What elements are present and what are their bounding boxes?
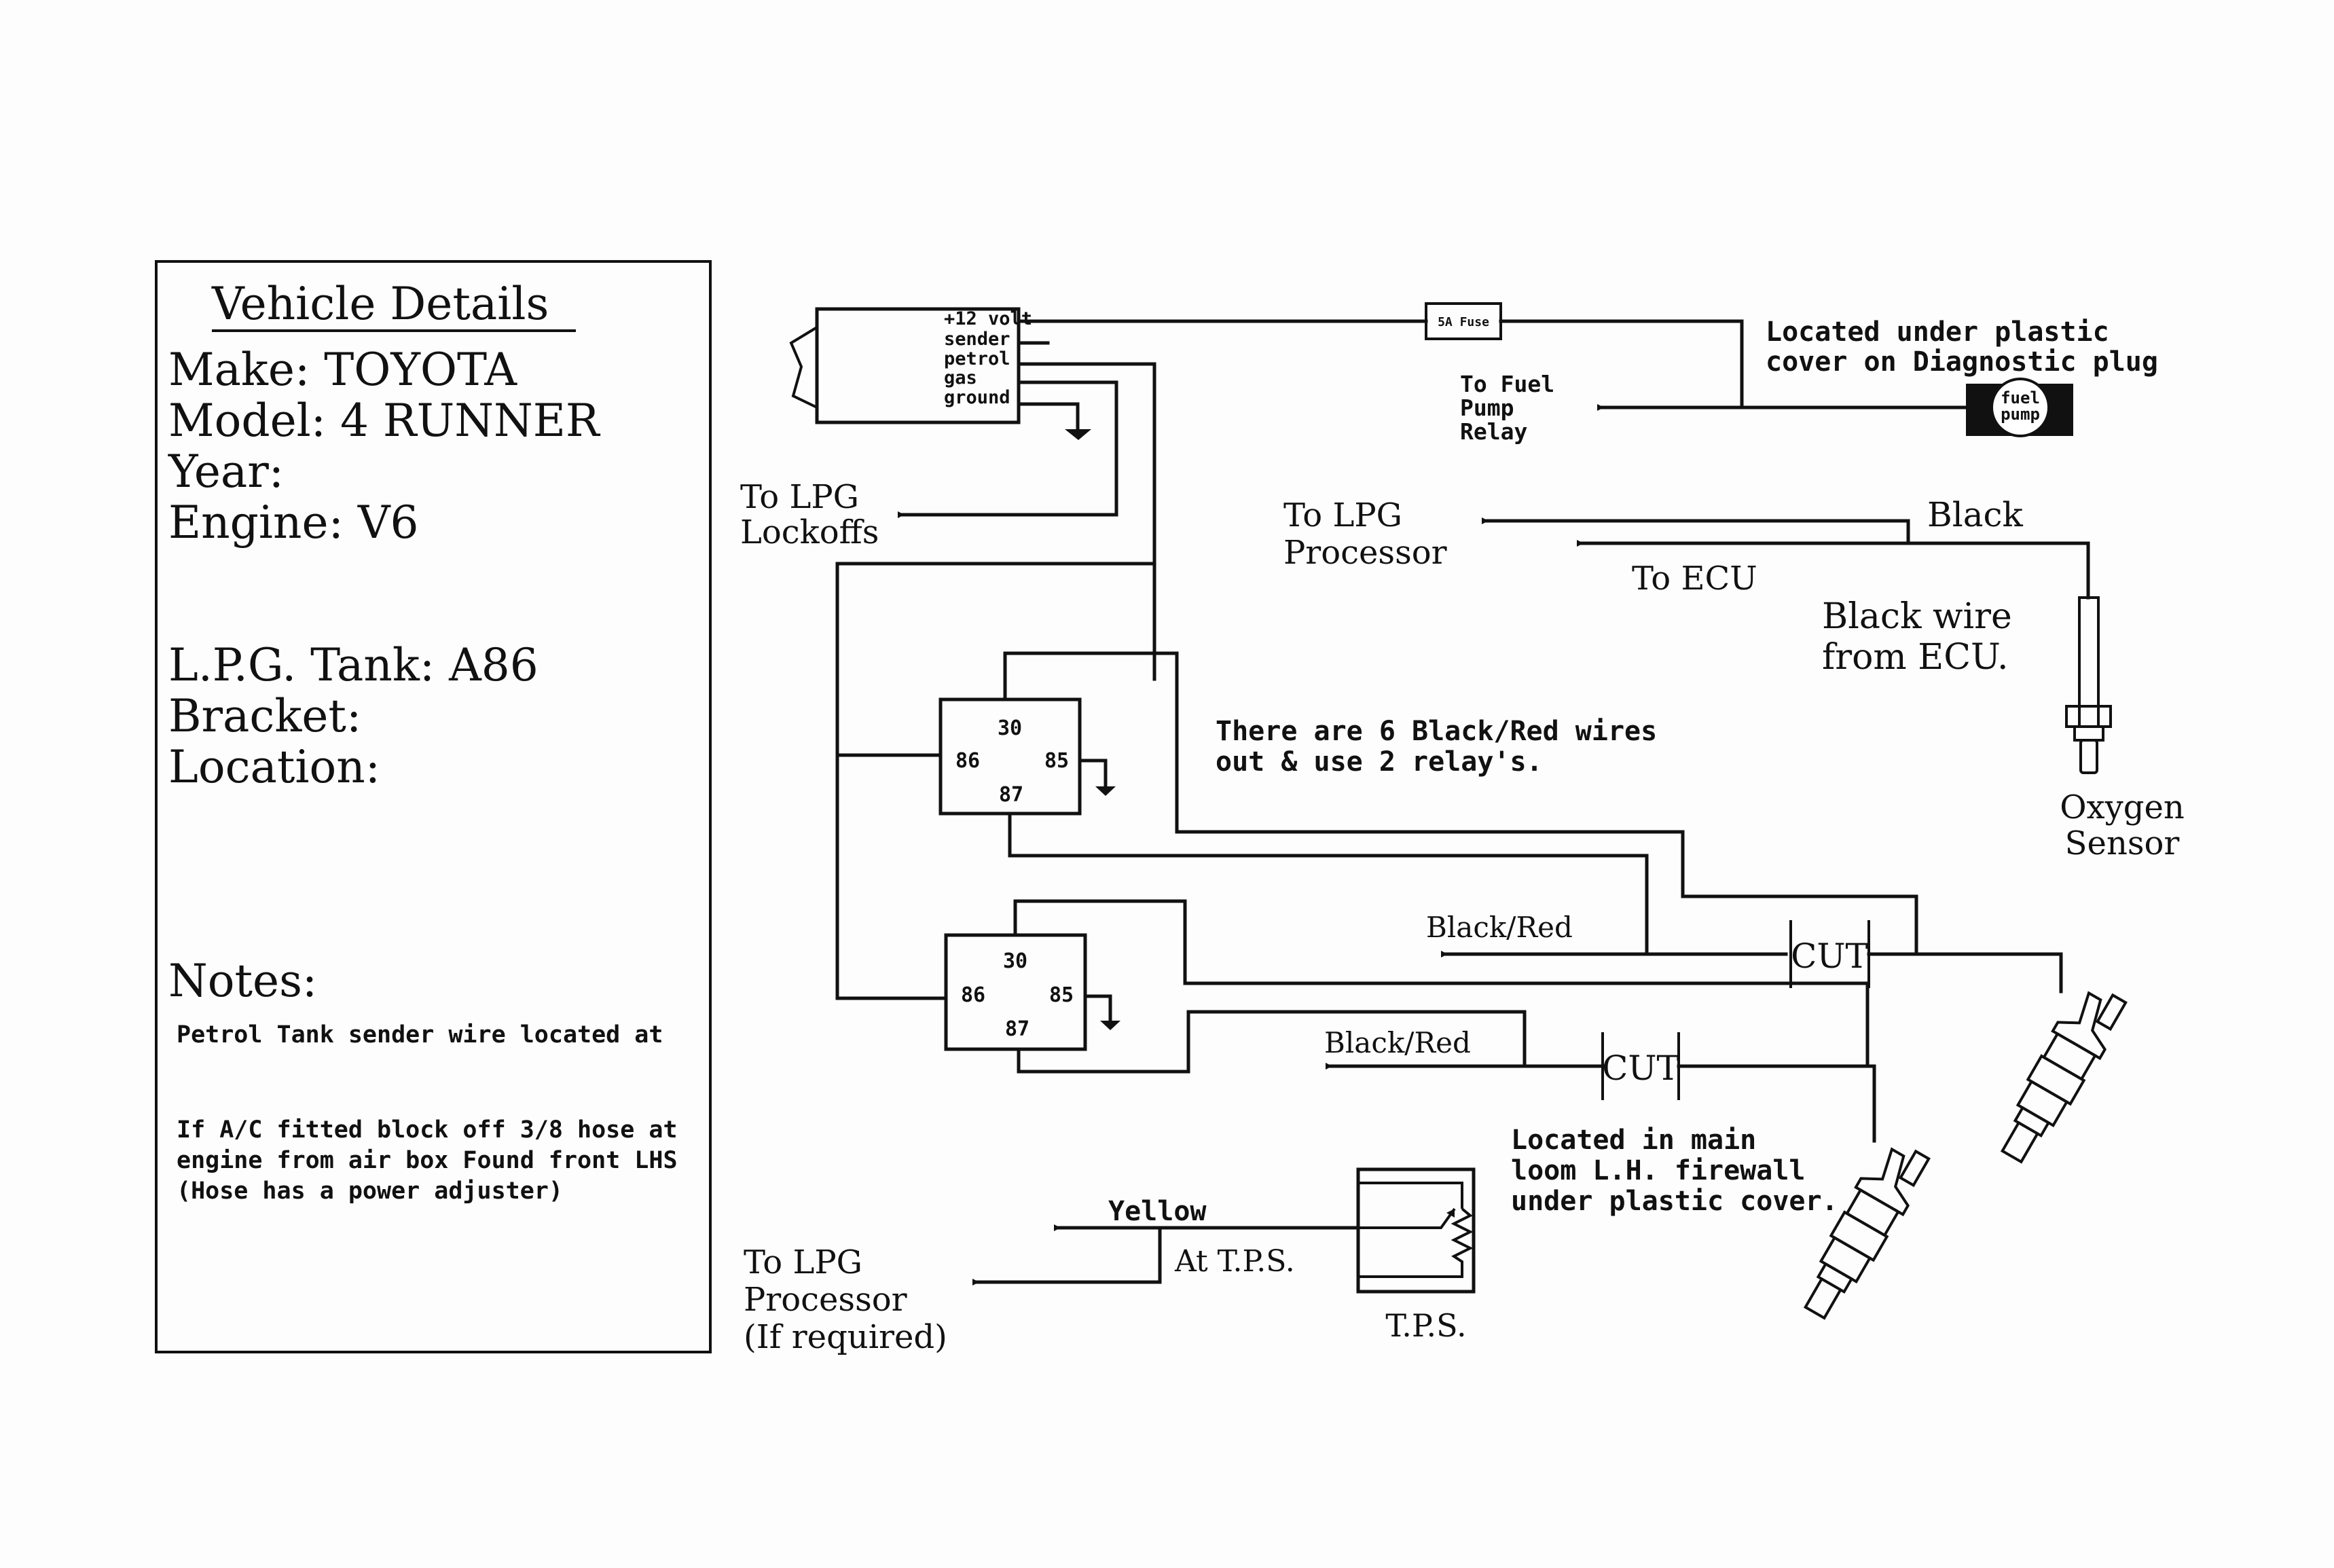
location-field: Location: — [168, 741, 380, 793]
cut-2-label: CUT — [1602, 1049, 1679, 1088]
make-field: Make: TOYOTA — [168, 344, 517, 396]
black-red-label-1: Black/Red — [1426, 911, 1573, 944]
wire-ground — [1017, 402, 1080, 430]
bracket-field: Bracket: — [168, 690, 362, 742]
model-field: Model: 4 RUNNER — [168, 395, 600, 447]
black-wire-from-ecu-line2: from ECU. — [1822, 637, 2009, 678]
wire-relay2-30 — [1013, 899, 1870, 1068]
cut-1-label: CUT — [1791, 936, 1868, 976]
to-lpg-lockoffs-line1: To LPG — [740, 478, 859, 516]
wire-relay1-87 — [1008, 812, 1649, 956]
to-fuel-pump-relay-line1: To Fuel — [1460, 371, 1554, 397]
wire-gas-to-lockoffs — [898, 380, 1118, 518]
connector-plug-icon — [789, 326, 818, 409]
pin-gas: gas — [944, 367, 977, 388]
injector-location-line3: under plastic cover. — [1511, 1186, 1838, 1217]
black-red-label-2: Black/Red — [1324, 1026, 1471, 1059]
wire-injector-2 — [1677, 1064, 1876, 1143]
relay-1-ground-icon — [1095, 786, 1116, 796]
wire-relay1-30 — [1003, 651, 1918, 956]
relay-1-pin-85: 85 — [1044, 749, 1069, 773]
year-field: Year: — [168, 445, 285, 498]
to-ecu-label: To ECU — [1632, 560, 1757, 598]
relay-2: 30 86 85 87 — [944, 933, 1120, 1051]
ground-icon — [1065, 429, 1091, 440]
relay-2-pin-87: 87 — [1005, 1017, 1029, 1041]
to-lpg-processor-line2: Processor — [1283, 534, 1447, 572]
relay-note-line2: out & use 2 relay's. — [1216, 746, 1543, 778]
wire-petrol-bus — [835, 562, 1156, 1000]
relay-2-pin-30: 30 — [1003, 949, 1027, 973]
to-lpg-processor-line1: To LPG — [1283, 496, 1402, 534]
wire-relay2-87 — [1017, 1010, 1527, 1074]
relay-2-ground-icon — [1100, 1021, 1120, 1030]
tps-sensor-icon — [1356, 1167, 1476, 1294]
svg-text:pump: pump — [2001, 405, 2040, 424]
wire-injector-1 — [1867, 952, 2063, 993]
wire-petrol — [1017, 362, 1156, 681]
relay-1-pin-86: 86 — [955, 749, 980, 773]
note-sender-wire: Petrol Tank sender wire located at — [177, 1021, 663, 1049]
fuel-pump-plug-icon: fuel pump — [1966, 378, 2073, 437]
to-lpg-processor-tps-line2: Processor — [744, 1281, 907, 1319]
wire-to-ecu — [1577, 540, 2090, 600]
wire-to-lpg-processor-tps — [972, 1226, 1162, 1286]
pin-12-volt: +12 volt — [944, 308, 1032, 329]
pin-petrol: petrol — [944, 348, 1010, 369]
at-tps-label: At T.P.S. — [1174, 1244, 1295, 1279]
fuel-pump-location-line2: cover on Diagnostic plug — [1766, 346, 2158, 378]
relay-1: 30 86 85 87 — [938, 697, 1116, 816]
fuel-injector-2-icon — [1803, 1147, 1931, 1320]
lpg-tank-field: L.P.G. Tank: A86 — [168, 639, 539, 691]
to-fuel-pump-relay-line2: Pump — [1460, 395, 1514, 421]
black-wire-from-ecu-line1: Black wire — [1822, 596, 2012, 637]
relay-2-pin-86: 86 — [961, 983, 985, 1007]
to-lpg-processor-tps-line3: (If required) — [744, 1318, 947, 1356]
oxygen-sensor-line2: Sensor — [2065, 824, 2180, 862]
oxygen-sensor-icon — [2065, 596, 2112, 774]
injector-location-line1: Located in main — [1511, 1125, 1756, 1156]
oxygen-sensor-line1: Oxygen — [2060, 788, 2185, 826]
to-fuel-pump-relay-line3: Relay — [1460, 418, 1527, 445]
engine-field: Engine: V6 — [168, 496, 419, 549]
wire-fuse-out — [1499, 319, 1744, 409]
relay-1-pin-30: 30 — [998, 716, 1022, 740]
switch-connector: +12 volt sender petrol gas ground — [789, 307, 1428, 681]
relay-note-line1: There are 6 Black/Red wires — [1216, 716, 1657, 747]
fuse-label: 5A Fuse — [1438, 315, 1489, 329]
pin-sender: sender — [944, 329, 1010, 350]
fuel-pump-location-line1: Located under plastic — [1766, 316, 2109, 348]
fuel-injector-1-icon — [2000, 991, 2128, 1164]
black-label: Black — [1927, 495, 2024, 534]
notes-heading: Notes: — [168, 955, 318, 1007]
note-ac-hose: If A/C fitted block off 3/8 hose at engi… — [177, 1116, 678, 1205]
yellow-label: Yellow — [1108, 1196, 1207, 1227]
vehicle-details-title: Vehicle Details — [212, 279, 577, 332]
wire-black-to-lpg-processor — [1482, 517, 1910, 545]
to-lpg-processor-tps-line1: To LPG — [744, 1243, 862, 1281]
relay-2-pin-85: 85 — [1049, 983, 1074, 1007]
to-lpg-lockoffs-line2: Lockoffs — [740, 513, 879, 551]
vehicle-details-panel: Vehicle Details Make: TOYOTA Model: 4 RU… — [155, 260, 712, 1353]
pin-ground: ground — [944, 387, 1010, 408]
injector-location-line2: loom L.H. firewall — [1511, 1155, 1805, 1186]
relay-1-pin-87: 87 — [999, 783, 1023, 807]
tps-label: T.P.S. — [1385, 1307, 1466, 1344]
svg-text:fuel: fuel — [2001, 388, 2040, 407]
